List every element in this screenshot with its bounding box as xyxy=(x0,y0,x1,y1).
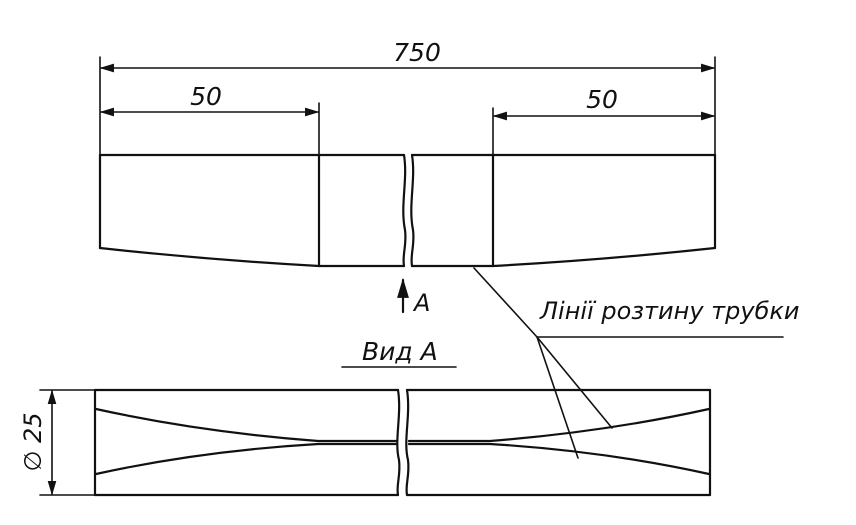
dimension-diameter: ∅ 25 xyxy=(19,389,95,496)
diameter-label: ∅ 25 xyxy=(19,412,47,471)
leader-top-view xyxy=(473,267,538,338)
bottom-view-part xyxy=(93,388,712,497)
view-a-title: Вид А xyxy=(341,337,457,368)
dimension-label-50-left: 50 xyxy=(190,82,222,111)
dimension-50-right: 50 xyxy=(492,85,716,156)
dimension-label-750: 750 xyxy=(393,38,441,67)
bottom-edge-left xyxy=(98,246,406,268)
cut-lines-callout: Лінії розтину трубки xyxy=(473,267,799,459)
break-line-left xyxy=(402,153,407,268)
cut-curve-right-upper xyxy=(407,407,711,443)
top-view-part xyxy=(98,153,717,268)
view-title-label: Вид А xyxy=(362,337,438,366)
view-marker-label: A xyxy=(412,289,430,317)
bottom-edge-right xyxy=(410,246,717,268)
dimension-label-50-right: 50 xyxy=(586,85,618,114)
dimension-750: 750 xyxy=(99,38,716,156)
break-line-right xyxy=(410,153,415,268)
cut-curve-right-lower xyxy=(407,442,711,476)
cut-curve-left-lower xyxy=(94,442,398,476)
leader-bottom-view-1 xyxy=(536,336,579,459)
break-line-left xyxy=(396,388,401,497)
callout-label: Лінії розтину трубки xyxy=(539,297,799,325)
break-line-right xyxy=(405,388,410,497)
view-a-marker: A xyxy=(397,278,430,317)
cut-curve-left-upper xyxy=(94,407,398,443)
leader-bottom-view-2 xyxy=(536,336,613,429)
dimension-50-left: 50 xyxy=(99,82,320,156)
